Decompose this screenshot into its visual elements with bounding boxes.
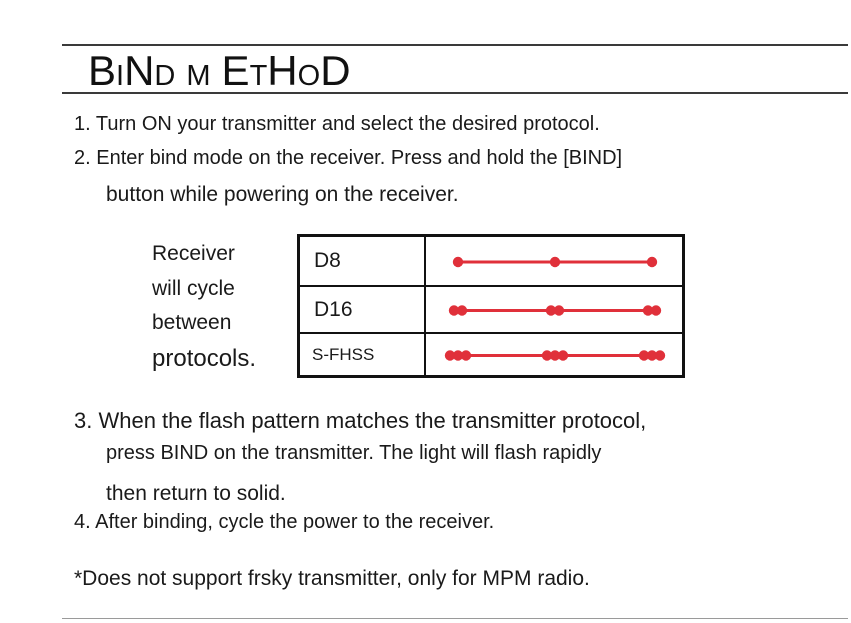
title-letter: I xyxy=(116,60,125,92)
flash-dot xyxy=(549,350,561,361)
title-letter: O xyxy=(297,60,321,92)
flash-dot xyxy=(642,305,654,316)
flash-dot xyxy=(456,305,468,316)
flash-dot xyxy=(650,305,662,316)
flash-dot xyxy=(460,350,472,361)
protocol-row-d8: D8 xyxy=(300,237,682,287)
flash-dot xyxy=(545,305,557,316)
protocol-name: S-FHSS xyxy=(300,334,426,375)
flash-dot xyxy=(541,350,553,361)
title-letter: B xyxy=(88,47,117,94)
footnote: *Does not support frsky transmitter, onl… xyxy=(74,567,590,590)
title-letter: D xyxy=(320,47,351,94)
flash-dot xyxy=(444,350,456,361)
flash-dot xyxy=(452,256,464,268)
flash-dot xyxy=(553,305,565,316)
flash-pattern-d8 xyxy=(426,237,682,285)
flash-pattern-sfhss xyxy=(426,334,682,375)
protocol-name: D8 xyxy=(300,237,426,285)
flash-dot xyxy=(452,350,464,361)
cycle-note-line-4: protocols. xyxy=(152,345,257,372)
flash-pattern-d16 xyxy=(426,287,682,332)
title-letter: T xyxy=(249,60,268,92)
step-2-continued: button while powering on the receiver. xyxy=(106,183,459,206)
step-3: 3. When the flash pattern matches the tr… xyxy=(74,408,647,433)
flash-dot xyxy=(638,350,650,361)
protocol-table: D8 D16 S-FHSS xyxy=(297,234,685,378)
step-1: 1. Turn ON your transmitter and select t… xyxy=(74,113,600,135)
title-letter: M xyxy=(186,60,211,92)
title-letter: N xyxy=(124,47,155,94)
flash-dot xyxy=(549,256,561,268)
cycle-note-line-2: will cycle xyxy=(152,277,235,300)
flash-dot xyxy=(448,305,460,316)
step-2: 2. Enter bind mode on the receiver. Pres… xyxy=(74,147,623,169)
bottom-rule xyxy=(62,618,848,619)
flash-dot xyxy=(654,350,666,361)
flash-pattern-graphic xyxy=(452,256,658,268)
protocol-name: D16 xyxy=(300,287,426,332)
cycle-note-line-3: between xyxy=(152,311,232,334)
flash-dot xyxy=(646,350,658,361)
title-letter: E xyxy=(221,47,250,94)
flash-pattern-graphic xyxy=(448,305,662,316)
flash-pattern-graphic xyxy=(444,350,666,361)
title-letter: D xyxy=(154,60,176,92)
protocol-row-sfhss: S-FHSS xyxy=(300,334,682,375)
step-4: 4. After binding, cycle the power to the… xyxy=(74,511,495,533)
step-3-continued-1: press BIND on the transmitter. The light… xyxy=(106,442,602,464)
protocol-row-d16: D16 xyxy=(300,287,682,334)
step-3-continued-2: then return to solid. xyxy=(106,482,286,505)
cycle-note-line-1: Receiver xyxy=(152,242,235,265)
title-underline xyxy=(62,92,848,94)
flash-dot xyxy=(557,350,569,361)
title-letter: H xyxy=(267,47,298,94)
flash-dot xyxy=(646,256,658,268)
top-rule xyxy=(62,44,848,46)
